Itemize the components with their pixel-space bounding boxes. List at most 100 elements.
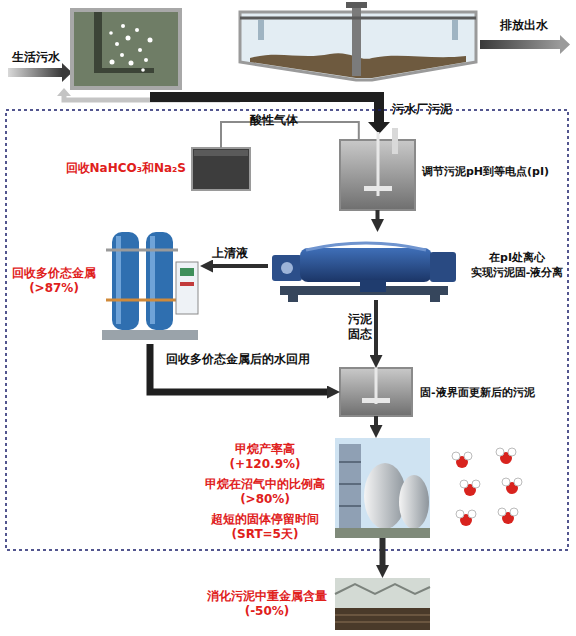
methane-molecules (468, 510, 476, 518)
aeration-tank (72, 10, 180, 88)
decanter-centrifuge (288, 292, 298, 302)
clarifier-tank (258, 20, 264, 40)
aeration-tank (94, 68, 154, 73)
decanter-centrifuge (430, 292, 440, 302)
ion-exchange-unit (112, 232, 139, 330)
result-text: 消化污泥中重金属含量 (-50%) (204, 589, 330, 619)
step-text: 在pI处离心 实现污泥固-液分离 (462, 250, 572, 280)
decanter-centrifuge (430, 252, 456, 282)
mixing-tank (340, 360, 412, 416)
absorber-node: 回收NaHCO₃和Na₂S (192, 148, 250, 190)
greenhouse-field (335, 584, 430, 594)
methane-molecules (514, 478, 522, 486)
return-sludge-line (57, 88, 71, 96)
anaerobic-digester (339, 444, 361, 536)
aeration-tank (144, 58, 148, 62)
aeration-tank (126, 36, 131, 41)
aeration-tank (121, 24, 125, 28)
gas-absorber (192, 148, 250, 190)
methane-molecules (502, 478, 510, 486)
mixing-tank-node: 固-液界面更新后的污泥 (340, 368, 412, 416)
ion-exchange-unit (146, 232, 173, 330)
centrifuge-node: 在pI处离心 实现污泥固-液分离 (268, 232, 458, 300)
aeration-tank (129, 61, 134, 66)
step-text: 固-液界面更新后的污泥 (420, 385, 570, 400)
ion-exchange-unit (106, 299, 178, 302)
anaerobic-digester (339, 505, 361, 507)
clarifier-tank (346, 2, 367, 8)
decanter-centrifuge (272, 243, 456, 302)
flow-label: 排放出水 (500, 18, 570, 33)
decanter-centrifuge (281, 262, 293, 274)
gas-absorber (194, 150, 248, 156)
clarifier-tank (352, 4, 361, 76)
methane-molecules (472, 480, 480, 488)
flow-connector (380, 538, 386, 565)
methane-molecules (460, 480, 468, 488)
methane-molecules (456, 510, 464, 518)
inlet-arrow (8, 68, 62, 77)
edge-label: 酸性气体 (250, 113, 330, 128)
anaerobic-digester (399, 475, 429, 529)
clarifier-tank (452, 20, 458, 40)
aeration-tank (110, 60, 115, 65)
return-sludge-line (150, 92, 382, 102)
result-text: 甲烷在沼气中的比例高 (>80%) (202, 477, 328, 507)
flow-connector (374, 416, 378, 425)
aeration-tank (148, 38, 153, 43)
clarifier-tank (240, 17, 476, 20)
outlet-arrow (480, 35, 570, 54)
decanter-centrifuge (360, 280, 386, 292)
ion-exchange-unit (102, 232, 198, 340)
mixing-tank (375, 360, 378, 404)
inlet-arrow (8, 63, 72, 82)
ph-tank (340, 128, 415, 210)
flow-connector (374, 300, 378, 355)
methane-molecules (508, 448, 516, 456)
outlet-arrow (480, 40, 560, 49)
anaerobic-digester (339, 483, 361, 485)
methane-molecules (510, 508, 518, 516)
edge-label: 上清液 (212, 246, 272, 261)
aeration-tank (109, 31, 113, 35)
ion-exchange-unit (180, 268, 194, 276)
greenhouse-field (335, 621, 430, 623)
aeration-tank (138, 48, 142, 52)
greenhouse-field (335, 614, 430, 616)
result-text: 回收多价态金属 (>87%) (8, 266, 100, 296)
methane-molecules (452, 452, 460, 460)
anaerobic-digester (335, 528, 430, 538)
ph-tank-node: 调节污泥pH到等电点(pI) (340, 140, 415, 210)
flow-label: 生活污水 (12, 50, 82, 65)
aeration-tank (120, 53, 124, 57)
aeration-tank (72, 10, 180, 88)
greenhouse-field (335, 578, 430, 630)
aeration-tank (94, 12, 102, 72)
flow-connector (150, 344, 327, 392)
ion-exchange-unit (180, 282, 194, 286)
anaerobic-digester (339, 461, 361, 463)
outlet-arrow (560, 35, 570, 54)
result-text: 甲烷产率高 (+120.9%) (226, 442, 304, 472)
methane-molecules (464, 452, 472, 460)
ion-exchange-unit (106, 249, 178, 252)
methane-molecules (452, 448, 522, 526)
flow-connector (213, 264, 268, 268)
aeration-tank (141, 68, 145, 72)
flow-connector (376, 210, 380, 219)
ph-tank (392, 128, 398, 154)
methane-molecules (496, 448, 504, 456)
edge-label: 回收多价态金属后的水回用 (166, 352, 326, 367)
field-node: 消化污泥中重金属含量 (-50%) (335, 578, 430, 630)
gas-absorber (192, 148, 250, 190)
decanter-centrifuge (272, 255, 302, 281)
clarifier-tank (240, 2, 476, 80)
greenhouse-field (335, 578, 430, 630)
methane-molecules (498, 508, 506, 516)
ion-exchange-node: 回收多价态金属 (>87%) (100, 222, 200, 344)
greenhouse-field (335, 608, 430, 630)
aeration-tank (135, 28, 139, 32)
aeration-tank (115, 42, 119, 46)
decanter-centrifuge (300, 248, 432, 282)
